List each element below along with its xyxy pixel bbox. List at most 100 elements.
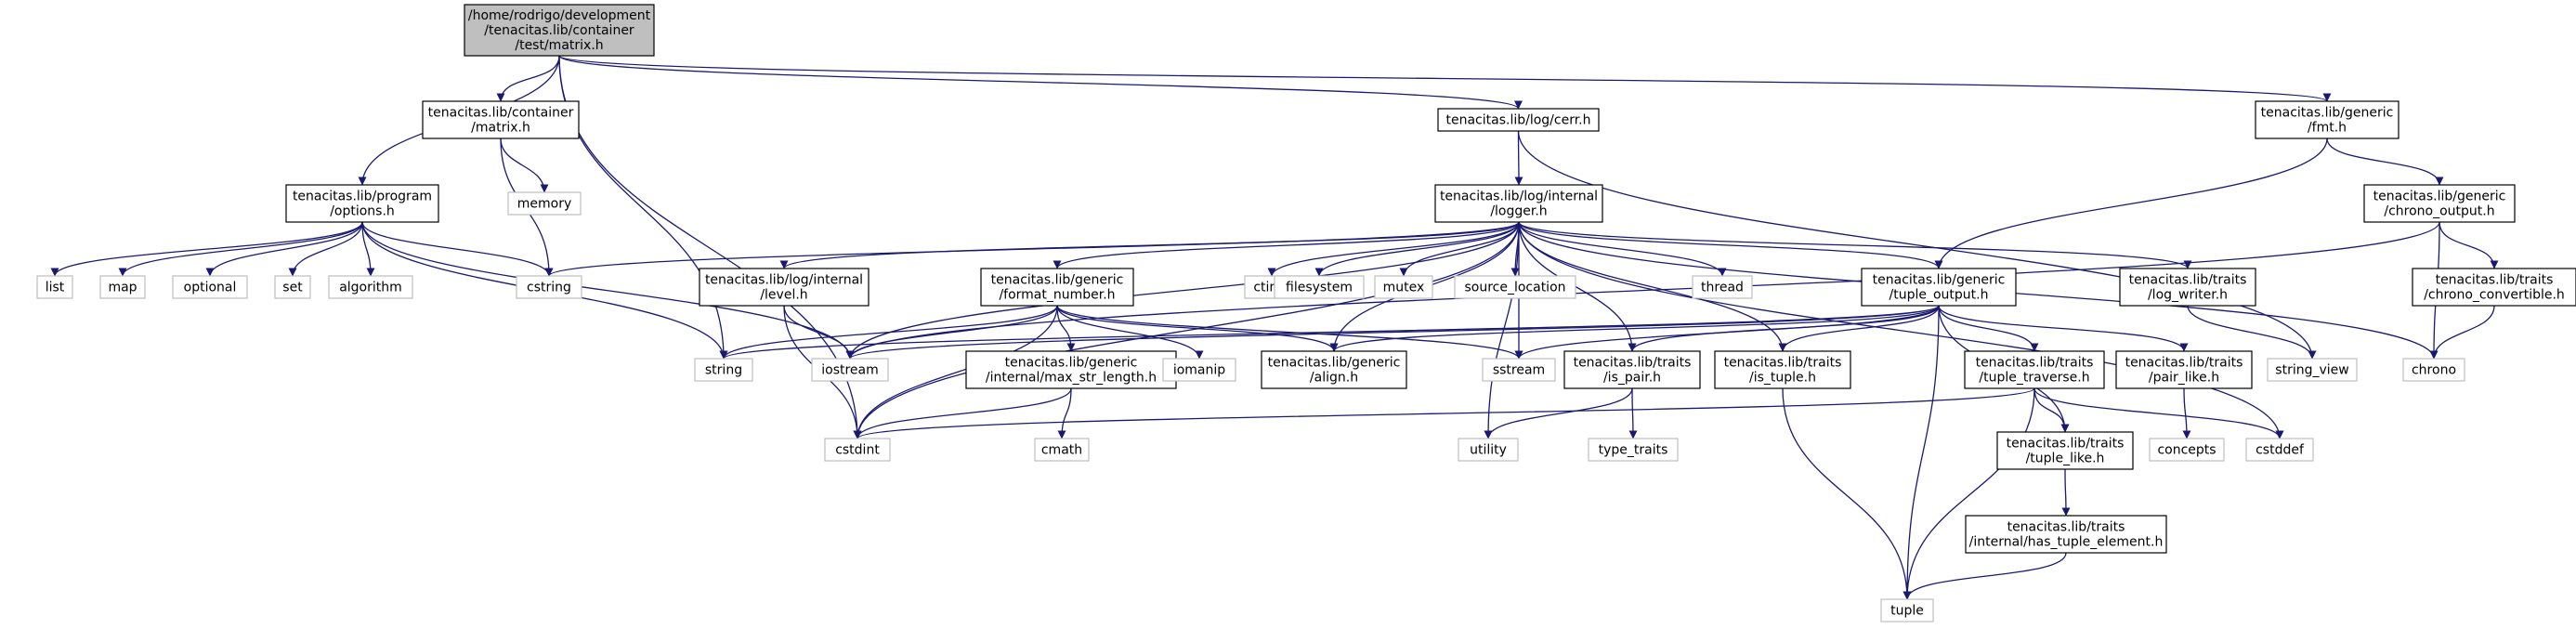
node-map[interactable]: map — [99, 275, 146, 299]
node-label-sstream-line-0: sstream — [1493, 363, 1545, 378]
node-tuple[interactable]: tuple — [1880, 598, 1934, 622]
node-chrono-output[interactable]: tenacitas.lib/generic/chrono_output.h — [2363, 184, 2516, 223]
node-label-chrono-output-line-1: /chrono_output.h — [2384, 204, 2494, 219]
node-optional[interactable]: optional — [172, 275, 248, 299]
node-chrono-convertible[interactable]: tenacitas.lib/traits/chrono_convertible.… — [2412, 268, 2576, 307]
node-box-iostream — [811, 358, 889, 382]
node-log-writer[interactable]: tenacitas.lib/traits/log_writer.h — [2119, 268, 2256, 307]
node-concepts[interactable]: concepts — [2149, 438, 2225, 462]
edge-logger-to-cstdint — [853, 221, 1520, 439]
node-log-cerr[interactable]: tenacitas.lib/log/cerr.h — [1437, 108, 1600, 132]
node-set[interactable]: set — [274, 275, 311, 299]
node-box-is-pair — [1563, 350, 1701, 389]
node-filesystem[interactable]: filesystem — [1274, 275, 1365, 299]
node-label-max-str-length-line-0: tenacitas.lib/generic — [1005, 356, 1138, 371]
edge-prog-options-to-list — [50, 221, 363, 277]
node-string-view[interactable]: string_view — [2267, 358, 2358, 382]
node-algorithm[interactable]: algorithm — [328, 275, 413, 299]
node-label-chrono-output-line-0: tenacitas.lib/generic — [2373, 190, 2506, 204]
node-utility[interactable]: utility — [1458, 438, 1519, 462]
edge-logger-to-thread — [1518, 221, 1727, 277]
node-list[interactable]: list — [36, 275, 73, 299]
node-cstdint[interactable]: cstdint — [824, 438, 891, 462]
edge-format-number-to-align — [1056, 305, 1339, 352]
edge-root-to-string — [558, 55, 728, 360]
node-align[interactable]: tenacitas.lib/generic/align.h — [1261, 350, 1407, 389]
node-box-is-tuple — [1714, 350, 1851, 389]
node-box-cmath — [1034, 438, 1090, 462]
edge-logger-to-filesystem — [1314, 221, 1520, 277]
node-has-tuple-element[interactable]: tenacitas.lib/traits/internal/has_tuple_… — [1965, 515, 2167, 554]
edge-log-writer-to-string-view — [2187, 305, 2317, 360]
node-label-tuple-output-line-1: /tuple_output.h — [1890, 288, 1989, 303]
node-label-set-line-0: set — [282, 281, 303, 295]
node-max-str-length[interactable]: tenacitas.lib/generic/internal/max_str_l… — [965, 350, 1177, 389]
node-logger[interactable]: tenacitas.lib/log/internal/logger.h — [1434, 184, 1603, 223]
node-label-type-traits-line-0: type_traits — [1599, 443, 1668, 458]
node-chrono[interactable]: chrono — [2402, 358, 2465, 382]
node-is-tuple[interactable]: tenacitas.lib/traits/is_tuple.h — [1714, 350, 1851, 389]
edge-format-number-to-string — [719, 305, 1058, 360]
node-source-location[interactable]: source_location — [1454, 275, 1576, 299]
node-pair-like[interactable]: tenacitas.lib/traits/pair_like.h — [2115, 350, 2253, 389]
edge-tuple-traverse-to-cstdint — [853, 387, 2035, 439]
node-is-pair[interactable]: tenacitas.lib/traits/is_pair.h — [1563, 350, 1701, 389]
node-box-format-number — [980, 268, 1134, 307]
node-type-traits[interactable]: type_traits — [1588, 438, 1679, 462]
node-level[interactable]: tenacitas.lib/log/internal/level.h — [699, 268, 870, 307]
node-box-set — [274, 275, 311, 299]
node-label-log-writer-line-1: /log_writer.h — [2148, 288, 2228, 303]
edge-cont-matrix-to-memory — [500, 138, 549, 193]
nodes-layer: /home/rodrigo/development/tenacitas.lib/… — [36, 4, 2576, 622]
node-iomanip[interactable]: iomanip — [1162, 358, 1236, 382]
edge-tuple-output-to-is-pair — [1628, 305, 1940, 352]
node-label-optional-line-0: optional — [184, 281, 237, 295]
node-root[interactable]: /home/rodrigo/development/tenacitas.lib/… — [464, 4, 655, 57]
node-memory[interactable]: memory — [507, 191, 582, 216]
node-iostream[interactable]: iostream — [811, 358, 889, 382]
node-label-logger-line-0: tenacitas.lib/log/internal — [1440, 190, 1598, 204]
node-label-root-line-2: /test/matrix.h — [515, 38, 603, 53]
node-thread[interactable]: thread — [1692, 275, 1753, 299]
edge-root-to-cont-matrix — [496, 55, 560, 102]
edge-logger-to-format-number — [1053, 221, 1520, 269]
node-sstream[interactable]: sstream — [1482, 358, 1556, 382]
edge-prog-options-to-iostream — [361, 221, 855, 360]
edge-logger-to-iostream — [845, 221, 1520, 360]
node-label-source-location-line-0: source_location — [1464, 281, 1565, 295]
node-box-log-cerr — [1437, 108, 1600, 132]
edge-chrono-output-to-iostream — [845, 221, 2440, 360]
node-box-logger — [1434, 184, 1603, 223]
node-box-list — [36, 275, 73, 299]
edge-max-str-length-to-cstdint — [853, 387, 1072, 439]
node-cstring[interactable]: cstring — [516, 275, 582, 299]
edge-logger-to-tuple-output — [1518, 221, 1943, 269]
node-box-max-str-length — [965, 350, 1177, 389]
node-prog-options[interactable]: tenacitas.lib/program/options.h — [285, 184, 439, 223]
edge-tuple-output-to-tuple-traverse — [1938, 305, 2039, 352]
edge-root-to-gen-fmt — [558, 55, 2331, 102]
node-mutex[interactable]: mutex — [1374, 275, 1433, 299]
node-tuple-output[interactable]: tenacitas.lib/generic/tuple_output.h — [1861, 268, 2017, 307]
node-label-tuple-traverse-line-1: /tuple_traverse.h — [1979, 371, 2089, 386]
edge-tuple-output-to-is-tuple — [1778, 305, 1940, 352]
node-label-logger-line-1: /logger.h — [1490, 204, 1547, 219]
node-label-gen-fmt-line-0: tenacitas.lib/generic — [2261, 106, 2394, 121]
node-tuple-like[interactable]: tenacitas.lib/traits/tuple_like.h — [1996, 431, 2134, 470]
node-label-cstring-line-0: cstring — [527, 281, 571, 295]
edge-tuple-traverse-to-tuple — [1903, 387, 2035, 600]
node-cmath[interactable]: cmath — [1034, 438, 1090, 462]
node-format-number[interactable]: tenacitas.lib/generic/format_number.h — [980, 268, 1134, 307]
node-gen-fmt[interactable]: tenacitas.lib/generic/fmt.h — [2255, 100, 2399, 139]
node-label-has-tuple-element-line-1: /internal/has_tuple_element.h — [1969, 535, 2164, 550]
node-string[interactable]: string — [694, 358, 753, 382]
node-cont-matrix[interactable]: tenacitas.lib/container/matrix.h — [422, 100, 580, 139]
node-label-root-line-0: /home/rodrigo/development — [468, 8, 651, 23]
node-label-max-str-length-line-1: /internal/max_str_length.h — [986, 371, 1157, 386]
edge-gen-fmt-to-chrono-output — [2326, 138, 2444, 186]
node-tuple-traverse[interactable]: tenacitas.lib/traits/tuple_traverse.h — [1964, 350, 2105, 389]
edge-prog-options-to-map — [118, 221, 363, 277]
node-cstddef[interactable]: cstddef — [2245, 438, 2314, 462]
node-label-level-line-1: /level.h — [760, 288, 807, 303]
edge-prog-options-to-algorithm — [361, 221, 375, 277]
